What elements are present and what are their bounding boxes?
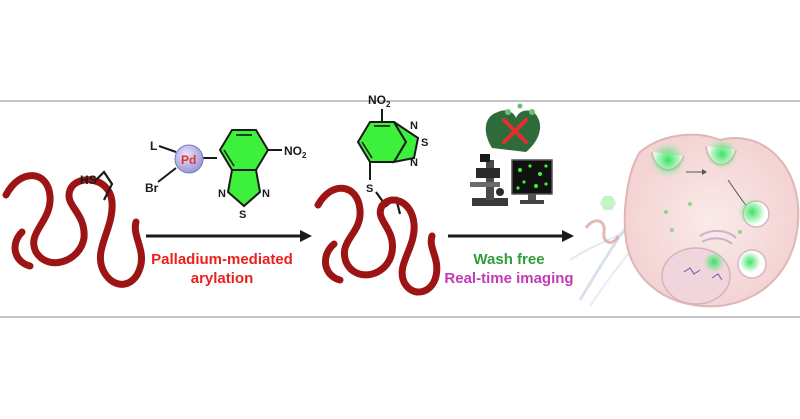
nbd-benzene-ring xyxy=(218,129,270,171)
reagent-n-top: N xyxy=(218,188,226,200)
arrow1-label-line2: arylation xyxy=(191,270,254,287)
reaction-arrow-2-head xyxy=(562,230,574,242)
product-labeled-protein: NO2 N S N S xyxy=(314,93,441,296)
cell-illustration xyxy=(569,133,800,308)
reagent-nitro-label: NO2 xyxy=(284,144,307,160)
arrow2-label-line2: Real-time imaging xyxy=(444,270,573,287)
wash-free-icon xyxy=(485,103,541,152)
reagent-sulfur: S xyxy=(239,209,246,221)
ligand-label: L xyxy=(150,139,157,153)
protein-left: HS xyxy=(2,170,145,288)
bromide-label: Br xyxy=(145,181,159,195)
microscope-icon xyxy=(470,154,508,206)
arrow1-label-line1: Palladium-mediated xyxy=(151,251,293,268)
palladium-atom xyxy=(174,144,204,174)
palladium-label: Pd xyxy=(181,153,196,167)
arrow2-label-line1: Wash free xyxy=(473,251,544,268)
computer-monitor-icon xyxy=(511,159,553,204)
nbd-thiadiazole-ring xyxy=(226,169,262,208)
thiol-label: HS xyxy=(80,173,97,187)
product-n-bottom: N xyxy=(410,157,418,169)
product-sulfur-ring: S xyxy=(421,137,428,149)
reaction-arrow-1-head xyxy=(300,230,312,242)
product-n-top: N xyxy=(410,120,418,132)
reagent-n-bottom: N xyxy=(262,188,270,200)
product-thiadiazole-ring xyxy=(391,121,420,164)
product-nitro-label: NO2 xyxy=(368,93,391,109)
product-sulfur-link: S xyxy=(366,183,373,195)
no-wash-cross-b xyxy=(502,118,528,144)
pd-reagent: L Br Pd N N S NO2 xyxy=(145,129,307,221)
